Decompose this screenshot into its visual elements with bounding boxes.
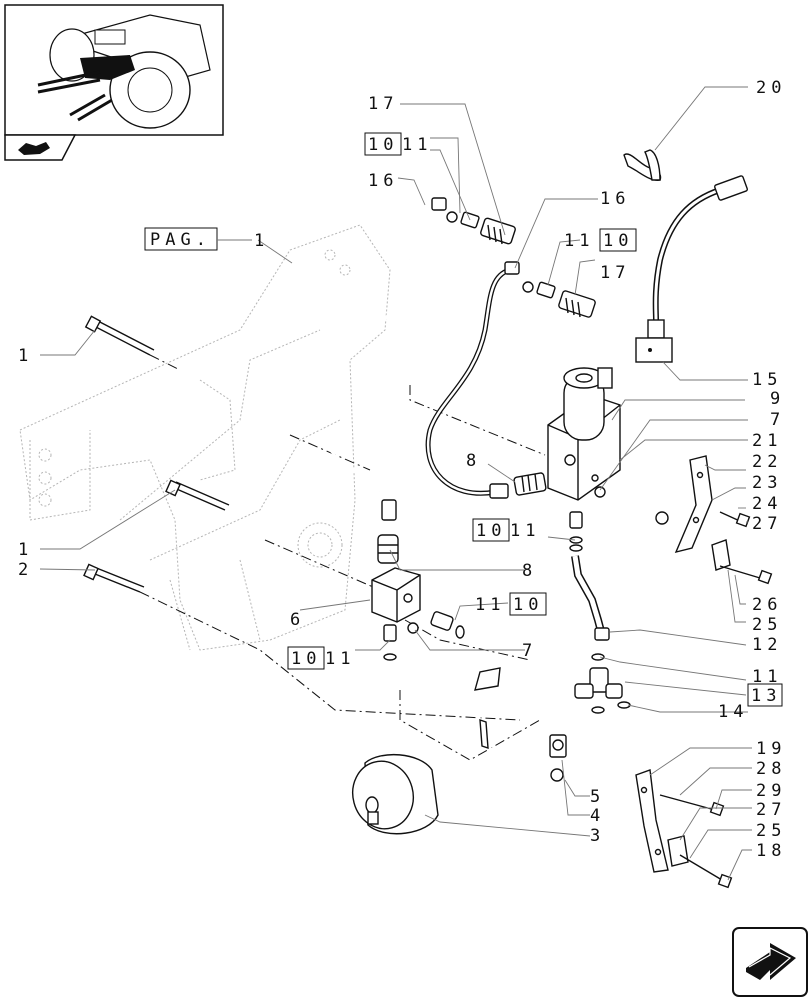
callout-2: 2 <box>18 560 33 580</box>
pipe-12 <box>571 555 610 641</box>
callout-9: 9 <box>770 389 785 409</box>
callout-26: 26 <box>752 595 782 615</box>
callout-14: 14 <box>718 702 748 722</box>
tractor-thumbnail-icon <box>4 4 224 136</box>
callout-10: 10 <box>603 231 633 251</box>
callout-1: 1 <box>18 346 33 366</box>
callout-3: 3 <box>590 826 605 846</box>
callout-23: 23 <box>752 473 782 493</box>
callout-1: 1 <box>18 540 33 560</box>
callout-29: 29 <box>756 781 786 801</box>
callout-15: 15 <box>752 370 782 390</box>
sensor-cable-15 <box>635 175 748 363</box>
bracket-upper <box>655 455 773 585</box>
accumulator-3 <box>352 753 439 835</box>
fittings-top-right <box>522 281 596 318</box>
callout-1: 1 <box>254 231 269 251</box>
bolt-1-top <box>84 315 181 371</box>
callout-5: 5 <box>590 787 605 807</box>
callout-16: 16 <box>600 189 630 209</box>
callout-4: 4 <box>590 806 605 826</box>
callout-27: 27 <box>756 800 786 820</box>
cable-clip-20 <box>623 149 662 181</box>
callout-11: 11 <box>564 231 594 251</box>
solenoid-valve-9 <box>547 367 621 501</box>
callout-25: 25 <box>752 615 782 635</box>
valve-block-6 <box>371 534 465 661</box>
fitting-8-right <box>513 472 547 496</box>
bolt-1-mid <box>165 479 230 511</box>
book-section-icon <box>4 134 77 161</box>
clamp-band <box>474 667 567 782</box>
callout-7: 7 <box>522 641 537 661</box>
page-reference-box: PAG. 1 <box>144 227 269 251</box>
center-fittings <box>569 511 583 552</box>
callout-11: 11 <box>325 649 355 669</box>
callout-22: 22 <box>752 452 782 472</box>
callout-17: 17 <box>368 94 398 114</box>
bracket-lower <box>635 769 733 889</box>
page-reference-label: PAG. <box>150 230 211 250</box>
callout-25: 25 <box>756 821 786 841</box>
callout-13: 13 <box>751 686 781 706</box>
callout-8: 8 <box>522 561 537 581</box>
tractor-frame-ghost <box>19 224 391 651</box>
callout-21: 21 <box>752 431 782 451</box>
callout-10: 10 <box>476 521 506 541</box>
callout-11: 11 <box>475 595 505 615</box>
callout-20: 20 <box>756 78 786 98</box>
callout-7: 7 <box>770 410 785 430</box>
callout-17: 17 <box>600 263 630 283</box>
tee-fitting-13 <box>574 653 631 714</box>
callout-10: 10 <box>368 135 398 155</box>
callout-11: 11 <box>402 135 432 155</box>
bolt-2 <box>83 563 145 593</box>
callout-10: 10 <box>291 649 321 669</box>
callout-6: 6 <box>290 610 305 630</box>
callout-19: 19 <box>756 739 786 759</box>
callout-11: 11 <box>752 667 782 687</box>
fittings-top-left <box>446 211 516 245</box>
next-page-arrow-icon[interactable] <box>732 927 808 997</box>
callout-11: 11 <box>510 521 540 541</box>
callout-24: 24 <box>752 494 782 514</box>
callout-18: 18 <box>756 841 786 861</box>
leader-lines <box>39 86 752 881</box>
callout-16: 16 <box>368 171 398 191</box>
callout-27: 27 <box>752 514 782 534</box>
callout-10: 10 <box>513 595 543 615</box>
callout-12: 12 <box>752 635 782 655</box>
callout-8: 8 <box>466 451 481 471</box>
hose-right-16 <box>425 261 520 499</box>
callout-28: 28 <box>756 759 786 779</box>
hose-left-16 <box>314 197 447 521</box>
